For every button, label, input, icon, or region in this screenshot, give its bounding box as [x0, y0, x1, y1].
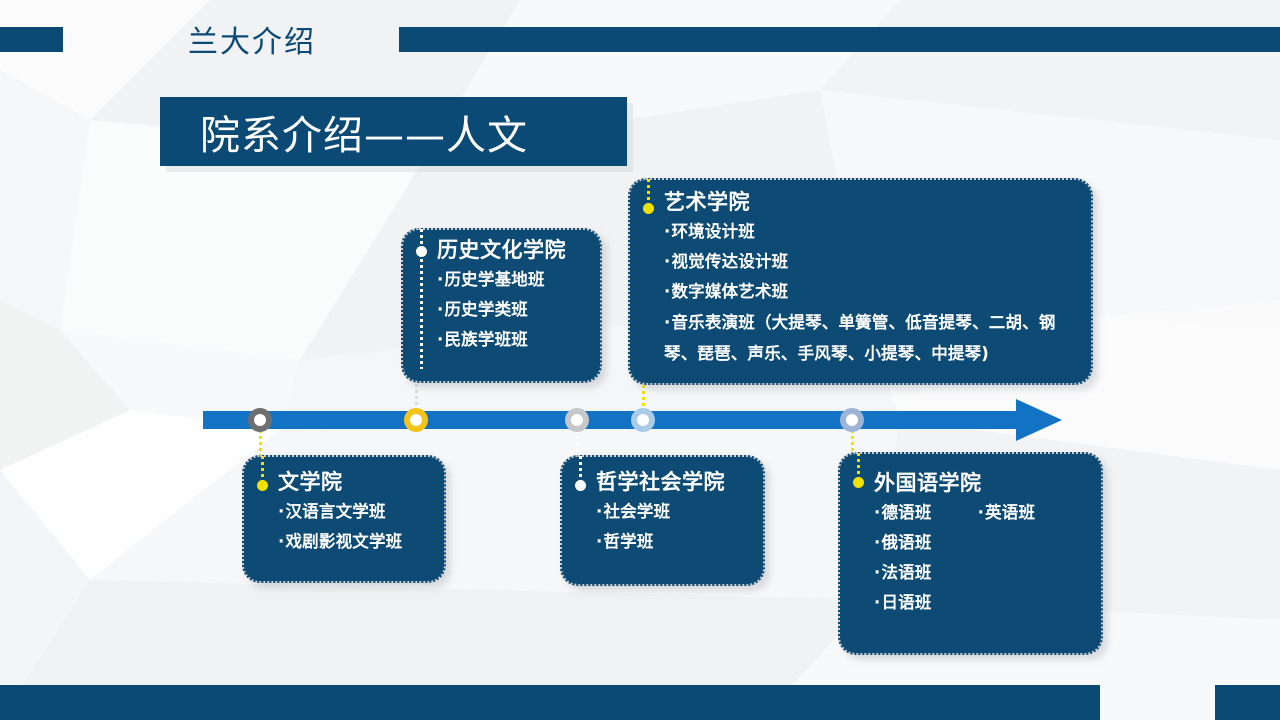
card-foreign-item-row-3: ·日语班 [874, 593, 932, 612]
card-art-academy[interactable]: 艺术学院 ·环境设计班 ·视觉传达设计班 ·数字媒体艺术班 ·音乐表演班（大提琴… [628, 178, 1093, 385]
bullet-glyph: · [664, 282, 671, 301]
footer-accent-bar-main [0, 685, 1100, 720]
card-history-node-dot [416, 246, 427, 257]
bullet-glyph: · [664, 222, 671, 241]
bullet-glyph: · [278, 532, 285, 551]
card-philosophy-node-dot [575, 480, 586, 491]
card-foreign-title: 外国语学院 [874, 471, 982, 495]
card-history-academy[interactable]: 历史文化学院 ·历史学基地班 ·历史学类班 ·民族学班班 [401, 228, 602, 383]
marker-philosophy[interactable] [565, 408, 589, 432]
header-accent-bar-left [0, 27, 63, 52]
bullet-glyph: · [874, 533, 881, 552]
card-literature-node-dot [257, 480, 268, 491]
bullet-glyph: · [977, 503, 985, 522]
card-foreign-item-row-2: ·法语班 [874, 563, 932, 582]
card-literature-title: 文学院 [278, 470, 343, 494]
marker-history[interactable] [404, 408, 428, 432]
marker-art[interactable] [631, 408, 655, 432]
bullet-glyph: · [437, 330, 444, 349]
bullet-glyph: · [596, 532, 603, 551]
header-title: 兰大介绍 [188, 25, 316, 60]
card-philosophy-item-0: ·社会学班 [596, 502, 671, 521]
bullet-glyph: · [874, 563, 881, 582]
card-art-node-dot [643, 203, 654, 214]
bullet-glyph: · [437, 270, 444, 289]
slide-title-text: 院系介绍——人文 [200, 112, 528, 159]
card-philosophy-item-1: ·哲学班 [596, 532, 654, 551]
card-foreign-connector-stub [857, 453, 860, 481]
connector-foreign-lower [850, 424, 854, 474]
card-history-title: 历史文化学院 [437, 238, 566, 262]
bullet-glyph: · [437, 300, 444, 319]
connector-literature-lower [258, 424, 262, 474]
card-history-item-0: ·历史学基地班 [437, 270, 545, 289]
bullet-glyph: · [278, 502, 285, 521]
marker-literature[interactable] [248, 408, 272, 432]
card-philosophy-title: 哲学社会学院 [596, 470, 725, 494]
bullet-glyph: · [664, 252, 671, 271]
card-literature-academy[interactable]: 文学院 ·汉语言文学班 ·戏剧影视文学班 [242, 455, 446, 583]
header-accent-bar-right [399, 27, 1280, 52]
card-literature-connector-stub [261, 456, 264, 484]
card-art-item-3: ·音乐表演班（大提琴、单簧管、低音提琴、二胡、钢琴、琵琶、声乐、手风琴、小提琴、… [664, 313, 1056, 363]
card-literature-item-0: ·汉语言文学班 [278, 502, 386, 521]
card-history-connector-stub [420, 229, 423, 369]
card-art-title: 艺术学院 [664, 190, 750, 214]
connector-philosophy-lower [575, 424, 579, 474]
card-foreign-item-row-1: ·俄语班 [874, 533, 932, 552]
card-foreign-language-academy[interactable]: 外国语学院 ·德语班·英语班 ·俄语班 ·法语班 ·日语班 [838, 452, 1103, 655]
bullet-glyph: · [664, 313, 671, 332]
slide-title-box: 院系介绍——人文 [160, 97, 627, 166]
card-art-item-1: ·视觉传达设计班 [664, 252, 789, 271]
bullet-glyph: · [874, 593, 881, 612]
card-art-item-2: ·数字媒体艺术班 [664, 282, 789, 301]
card-foreign-node-dot [853, 477, 864, 488]
card-history-item-1: ·历史学类班 [437, 300, 528, 319]
footer-accent-bar-right [1215, 685, 1280, 720]
card-art-connector-stub [647, 179, 650, 207]
bullet-glyph: · [874, 503, 881, 522]
bullet-glyph: · [596, 502, 603, 521]
marker-foreign-language[interactable] [840, 408, 864, 432]
card-philosophy-connector-stub [579, 456, 582, 484]
card-foreign-item-row-0: ·德语班·英语班 [874, 503, 1036, 522]
card-literature-item-1: ·戏剧影视文学班 [278, 532, 403, 551]
card-art-item-0: ·环境设计班 [664, 222, 755, 241]
card-history-item-2: ·民族学班班 [437, 330, 528, 349]
card-philosophy-academy[interactable]: 哲学社会学院 ·社会学班 ·哲学班 [560, 455, 765, 586]
